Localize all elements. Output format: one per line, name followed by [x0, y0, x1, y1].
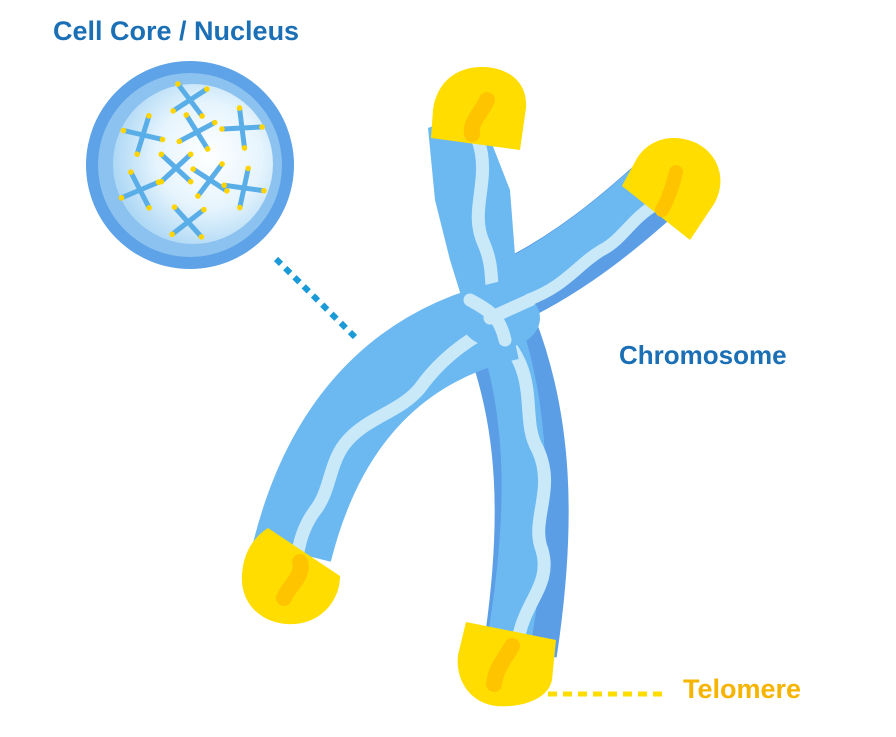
- nucleus-connector-line: [273, 256, 359, 341]
- telomere-top-right: [622, 138, 721, 240]
- telomere-top-left: [431, 66, 527, 150]
- telomere-bottom-right: [457, 622, 556, 707]
- mini-chromosome-icon: [190, 161, 230, 199]
- mini-chromosome-icon: [219, 105, 265, 151]
- nucleus-label: Cell Core / Nucleus: [53, 16, 300, 46]
- chromosome-label: Chromosome: [619, 340, 787, 370]
- telomere-bottom-left: [241, 528, 340, 625]
- mini-chromosome-icon: [158, 151, 194, 185]
- mini-chromosome-icon: [118, 169, 162, 211]
- nucleus-icon: [86, 61, 294, 269]
- mini-chromosome-icon: [170, 81, 210, 119]
- mini-chromosome-icon: [169, 204, 207, 240]
- mini-chromosomes: [118, 81, 267, 240]
- mini-chromosome-icon: [120, 113, 166, 157]
- mini-chromosome-icon: [176, 112, 218, 152]
- chromosome-icon: [241, 66, 721, 707]
- mini-chromosome-icon: [221, 165, 267, 211]
- telomere-label: Telomere: [683, 674, 802, 704]
